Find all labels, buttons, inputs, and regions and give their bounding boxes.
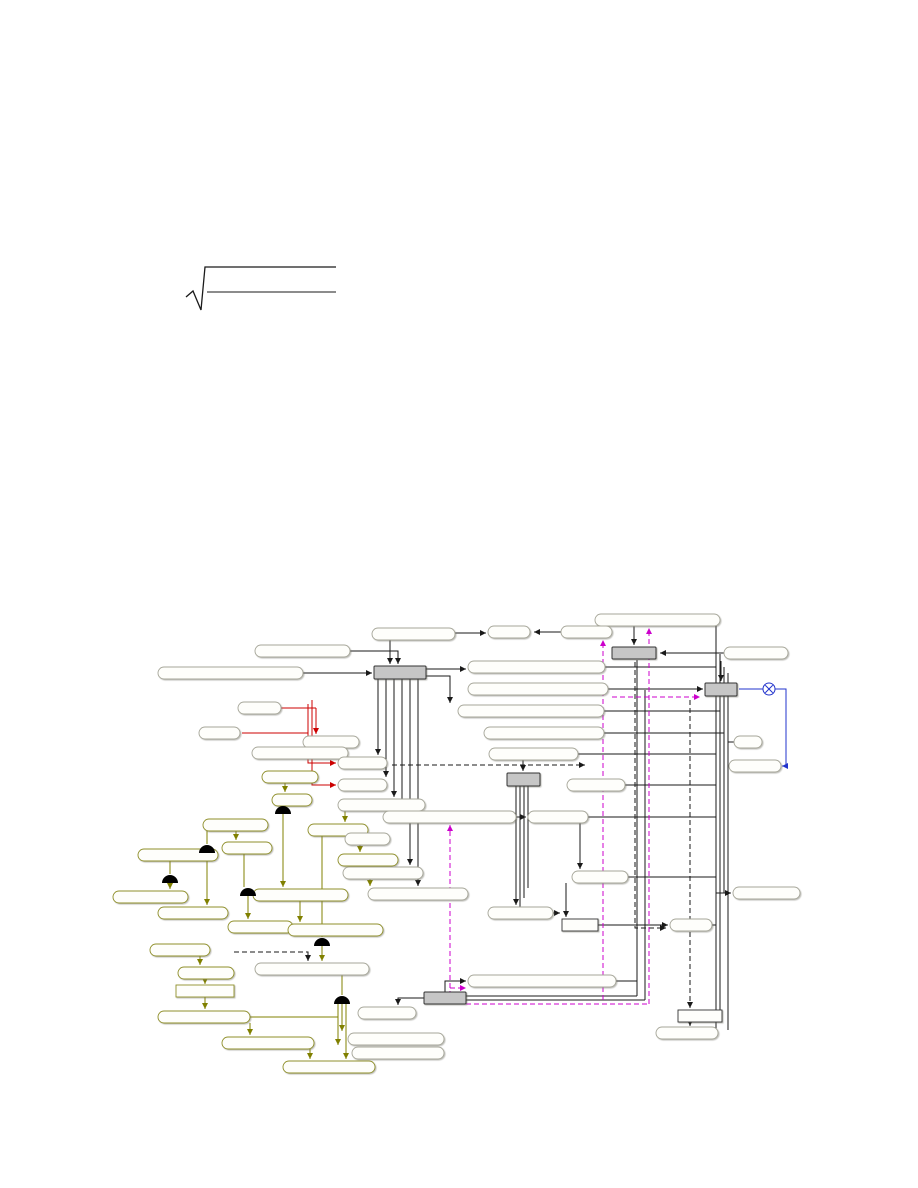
diagram-node bbox=[344, 832, 391, 846]
and-gate-icon bbox=[162, 875, 178, 883]
diagram-node bbox=[357, 1006, 417, 1020]
diagram-node bbox=[337, 756, 388, 770]
wire-layer bbox=[167, 626, 788, 1059]
wire-black bbox=[350, 650, 401, 664]
diagram-node bbox=[560, 625, 613, 639]
wire-blue bbox=[775, 688, 788, 769]
sqrt-radical bbox=[185, 266, 336, 311]
diagram-node bbox=[571, 870, 629, 884]
diagram-node bbox=[655, 1026, 719, 1040]
diagram-node bbox=[467, 682, 609, 696]
diagram-node bbox=[177, 966, 235, 980]
diagram-node bbox=[733, 735, 763, 749]
wire-red bbox=[311, 700, 336, 788]
gate-layer bbox=[162, 806, 350, 1004]
wire-black bbox=[395, 997, 424, 1005]
circled-x-stroke bbox=[764, 684, 774, 694]
diagram-node bbox=[261, 770, 319, 784]
diagram-node bbox=[252, 888, 349, 902]
and-gate-icon bbox=[240, 888, 256, 896]
wire-black bbox=[519, 786, 560, 916]
and-gate-icon bbox=[314, 938, 330, 946]
diagram-node bbox=[254, 644, 351, 658]
diagram-node bbox=[227, 920, 294, 934]
diagram-node bbox=[382, 810, 517, 824]
connector-chip bbox=[373, 665, 427, 680]
diagram-node bbox=[487, 625, 531, 639]
connector-chip bbox=[704, 682, 738, 697]
diagram-node bbox=[561, 918, 599, 932]
diagram-node bbox=[221, 1036, 315, 1050]
and-gate-icon bbox=[199, 845, 215, 853]
diagram-node bbox=[371, 627, 456, 641]
diagram-node bbox=[251, 746, 349, 760]
diagram-node bbox=[282, 1060, 376, 1074]
diagram-node bbox=[487, 906, 554, 920]
diagram-node bbox=[221, 841, 273, 855]
diagram-node bbox=[367, 887, 469, 901]
diagram-node bbox=[157, 906, 229, 920]
diagram-node bbox=[723, 646, 789, 660]
diagram-node bbox=[467, 660, 606, 674]
wire-black bbox=[444, 978, 466, 992]
diagram-node bbox=[483, 726, 605, 740]
diagram-node bbox=[342, 866, 424, 880]
diagram-node bbox=[175, 984, 235, 998]
diagram-node bbox=[467, 974, 617, 988]
diagram-node bbox=[337, 798, 426, 812]
connector-chip bbox=[506, 772, 541, 787]
diagram-node bbox=[347, 1032, 445, 1046]
connector-chip bbox=[611, 646, 657, 660]
diagram-node bbox=[527, 810, 589, 824]
diagram-node bbox=[337, 778, 388, 792]
symbol-layer bbox=[762, 682, 776, 696]
wire-black bbox=[234, 951, 311, 961]
and-gate-icon bbox=[334, 996, 350, 1004]
diagram-node bbox=[669, 918, 713, 932]
diagram-node bbox=[351, 1046, 445, 1060]
connector-chip bbox=[423, 991, 467, 1005]
diagram-node bbox=[237, 701, 282, 715]
diagram-node bbox=[594, 613, 721, 627]
and-gate-icon bbox=[275, 806, 291, 814]
wire-black bbox=[634, 662, 666, 931]
diagram-node bbox=[149, 943, 211, 957]
diagram-node bbox=[677, 1009, 723, 1023]
diagram-node bbox=[137, 848, 219, 862]
diagram-node bbox=[112, 890, 189, 904]
diagram-node bbox=[202, 818, 269, 832]
diagram-node bbox=[488, 747, 579, 761]
diagram-node bbox=[157, 1010, 251, 1024]
diagram-node bbox=[287, 923, 384, 937]
diagram-node bbox=[728, 759, 782, 773]
diagram-node bbox=[457, 704, 605, 718]
diagram-node bbox=[732, 886, 801, 900]
diagram-node bbox=[198, 726, 241, 740]
wire-red bbox=[307, 704, 336, 766]
diagram-node bbox=[302, 735, 360, 749]
diagram-node bbox=[157, 666, 304, 680]
diagram-node bbox=[337, 853, 399, 867]
diagram-node bbox=[566, 778, 626, 792]
sqrt-figure bbox=[185, 266, 336, 311]
wire-black bbox=[426, 675, 453, 703]
node-layer bbox=[112, 613, 801, 1074]
diagram-node bbox=[271, 793, 313, 807]
diagram-node bbox=[254, 962, 370, 976]
